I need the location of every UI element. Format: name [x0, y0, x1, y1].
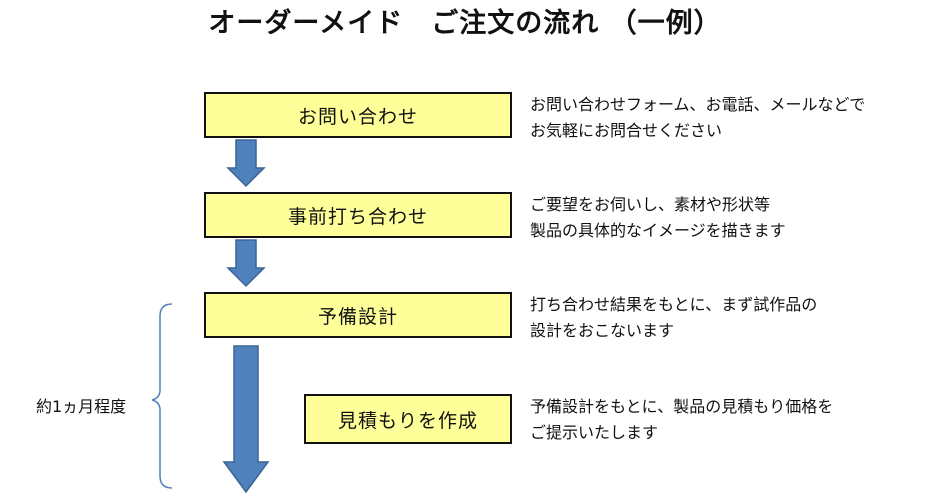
- step-description: ご要望をお伺いし、素材や形状等 製品の具体的なイメージを描きます: [530, 192, 786, 244]
- step-box-estimate: 見積もりを作成: [304, 394, 512, 444]
- description-line: ご提示いたします: [530, 423, 659, 442]
- long-arrow-down-icon: [222, 345, 270, 494]
- step-description: 打ち合わせ結果をもとに、まず試作品の 設計をおこないます: [530, 292, 817, 344]
- description-line: 打ち合わせ結果をもとに、まず試作品の: [530, 295, 818, 314]
- page-title: オーダーメイド ご注文の流れ （一例）: [208, 8, 722, 39]
- step-box-preliminary-design: 予備設計: [204, 292, 512, 338]
- description-line: お問い合わせフォーム、お電話、メールなどで: [530, 95, 866, 114]
- step-label: 見積もりを作成: [337, 409, 478, 432]
- step-label: 予備設計: [317, 305, 398, 328]
- step-box-inquiry: お問い合わせ: [204, 92, 512, 138]
- step-box-pre-meeting: 事前打ち合わせ: [204, 192, 512, 238]
- step-label: 事前打ち合わせ: [287, 205, 428, 228]
- arrow-down-icon: [226, 139, 266, 188]
- description-line: お気軽にお問合せください: [530, 121, 723, 140]
- description-line: 設計をおこないます: [530, 321, 675, 340]
- duration-label: 約1ヵ月程度: [36, 397, 127, 416]
- description-line: 予備設計をもとに、製品の見積もり価格を: [530, 397, 834, 416]
- step-description: 予備設計をもとに、製品の見積もり価格を ご提示いたします: [530, 394, 833, 446]
- description-line: 製品の具体的なイメージを描きます: [530, 221, 786, 240]
- duration-bracket: [151, 303, 173, 489]
- arrow-down-icon: [226, 239, 266, 288]
- description-line: ご要望をお伺いし、素材や形状等: [530, 195, 771, 214]
- step-label: お問い合わせ: [297, 105, 418, 128]
- step-description: お問い合わせフォーム、お電話、メールなどで お気軽にお問合せください: [530, 92, 865, 144]
